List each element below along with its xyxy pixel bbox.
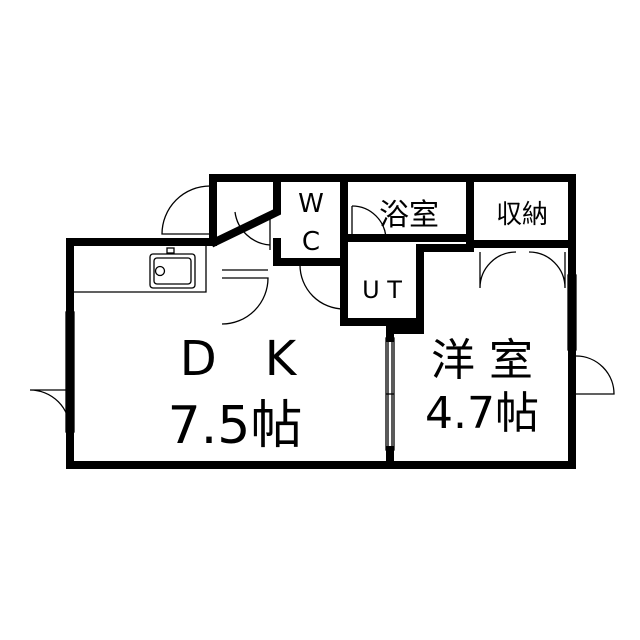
door-wc	[234, 211, 271, 246]
door-entrance	[161, 185, 211, 235]
doors	[29, 185, 615, 431]
faucet-drain	[154, 265, 166, 277]
sink	[149, 253, 196, 289]
label-wc-w: W	[298, 189, 324, 219]
door-storage-left	[479, 251, 517, 289]
windows	[65, 274, 577, 451]
label-dk-name: D K	[180, 331, 298, 387]
door-dk-left	[29, 389, 71, 431]
label-western-size: 4.7帖	[425, 388, 539, 439]
label-western-name: 洋 室	[431, 335, 533, 386]
label-storage: 収納	[496, 200, 548, 230]
label-dk-size: 7.5帖	[168, 396, 303, 456]
door-ut	[299, 264, 345, 310]
door-entry-dk	[221, 277, 269, 325]
kitchen-counter	[74, 246, 207, 293]
door-storage-right	[528, 251, 566, 289]
interior-walls	[209, 174, 576, 469]
faucet	[166, 247, 175, 254]
room-labels: W C 浴室 収納 U T D K 7.5帖 洋 室 4.7帖	[168, 189, 548, 456]
door-bath	[351, 205, 387, 241]
label-wc-c: C	[302, 227, 320, 257]
door-western-right	[575, 355, 615, 395]
label-bath: 浴室	[379, 198, 439, 233]
label-ut: U T	[362, 276, 402, 304]
sink-inner	[153, 257, 192, 285]
